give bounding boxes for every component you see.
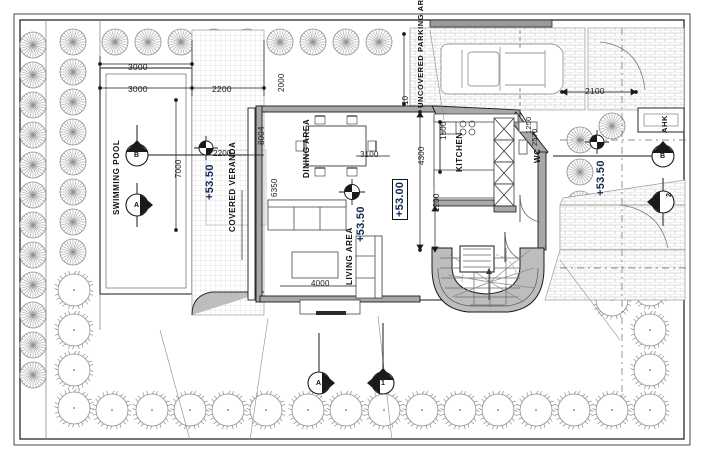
dimension-living-width: 4000 [311, 279, 330, 288]
kitchen-fittings [433, 113, 519, 213]
elevation-symbols [194, 130, 609, 205]
section-marker-right-b: B [660, 153, 666, 160]
dimension-veranda-top: 2200 [212, 84, 232, 94]
dimension-pool-top-2: 3000 [128, 84, 148, 94]
elevation-living: +53.50 [355, 206, 367, 242]
elevation-right: +53.50 [595, 160, 607, 196]
dimension-dining-width: 3100 [360, 150, 379, 159]
section-marker-left-a: A [134, 202, 140, 209]
room-label-swimming-pool: SWIMMING POOL [112, 139, 121, 215]
section-markers [125, 125, 675, 395]
dimension-entrance-right: 2100 [585, 86, 605, 96]
dimension-veranda-vert: 2200 [213, 149, 232, 158]
dimension-stair: 1200 [432, 193, 441, 212]
section-marker-right-2: 2 [666, 192, 673, 197]
dining-furniture [295, 115, 377, 177]
dimension-parking-left: 2000 [277, 73, 286, 92]
elevation-boxed: +53.00 [392, 178, 408, 220]
wc-fittings [518, 121, 541, 223]
section-marker-bottom-a: A [316, 380, 322, 387]
room-label-wc: WC [533, 148, 542, 163]
axis-grid-lines [560, 28, 690, 400]
dimension-pool-vert: 7000 [174, 159, 183, 178]
elevation-veranda: +53.50 [204, 164, 216, 200]
car-plan [440, 43, 564, 95]
living-furniture [267, 199, 383, 315]
room-label-ahk: AHK [660, 114, 669, 133]
dimension-pool-top-1: 3000 [128, 62, 148, 72]
room-label-dining-area: DINING AREA [302, 118, 311, 178]
section-marker-left-b: B [134, 152, 140, 159]
dimension-veranda-width: 8004 [257, 126, 266, 145]
room-label-kitchen: KITCHEN [455, 132, 464, 172]
ahk-box [637, 107, 685, 133]
dimension-wc-2: 2570 [530, 128, 539, 147]
dimension-house-vert: 4300 [417, 146, 426, 165]
dimension-parking-bottom-left: 10 [401, 95, 410, 105]
room-label-uncovered-parking: UNCOVERED PARKING AREA [416, 0, 425, 108]
dimension-living-vert: 6350 [270, 178, 279, 197]
uncovered-parking-area [409, 19, 586, 111]
staircase [431, 245, 545, 313]
section-marker-bottom-1: 1 [381, 380, 386, 387]
room-label-living-area: LIVING AREA [345, 227, 354, 285]
dimension-kitchen: 1500 [439, 121, 448, 140]
